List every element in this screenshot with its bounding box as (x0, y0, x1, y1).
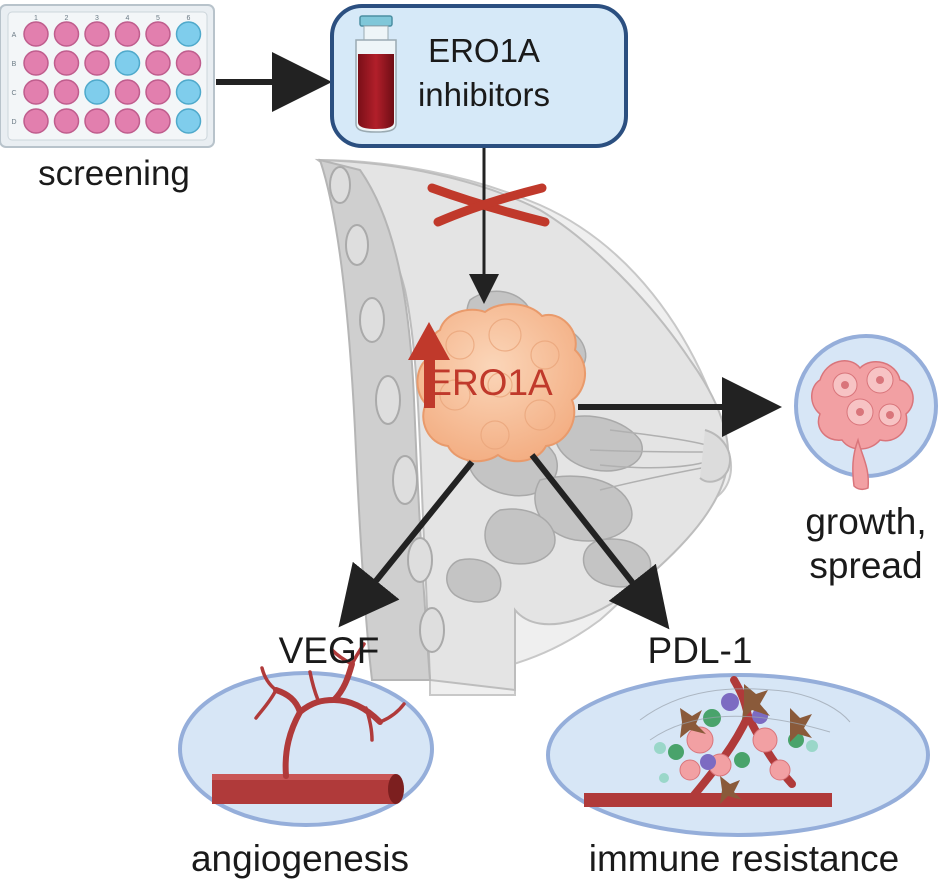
plate-well (23, 108, 49, 134)
plate-well (84, 108, 110, 134)
up-arrow-icon (408, 322, 450, 408)
plate-col-label: 5 (156, 15, 160, 22)
plate-row-label: D (11, 119, 16, 126)
inhibitors-box (330, 4, 628, 148)
well-plate: 1 2 3 4 5 6A B C D (0, 4, 215, 148)
tumor-label: ERO1A (427, 362, 553, 403)
plate-row-label: C (11, 90, 16, 97)
plate-col-label: 2 (65, 15, 69, 22)
plate-well (145, 21, 171, 47)
inhibitors-label-line1: ERO1A (428, 32, 540, 69)
plate-well (114, 50, 141, 76)
growth-circle (794, 334, 938, 491)
plate-col-label: 6 (187, 15, 191, 22)
plate-well (145, 50, 171, 76)
inhibitors-label-line2: inhibitors (417, 76, 551, 113)
angiogenesis-label: angiogenesis (190, 838, 410, 879)
arrow-tumor-to-pdl1 (529, 453, 670, 630)
plate-col-label: 4 (126, 15, 130, 22)
plate-well (175, 21, 202, 47)
plate-well (53, 50, 80, 76)
angiogenesis-circle (178, 642, 434, 827)
immune-resistance-circle (546, 673, 930, 837)
plate-well (114, 79, 141, 105)
plate-well (53, 21, 80, 47)
plate-well (114, 108, 141, 134)
plate-col-label: 3 (95, 15, 99, 22)
plate-row-label: A (12, 32, 17, 39)
plate-well (53, 108, 80, 134)
plate-well (145, 79, 171, 105)
arrow-tumor-to-vegf (338, 460, 475, 628)
plate-well (23, 21, 49, 47)
growth-label-line2: spread (809, 545, 923, 586)
plate-well (84, 21, 110, 47)
immune-resistance-label: immune resistance (588, 838, 900, 879)
pdl1-label: PDL-1 (647, 630, 753, 671)
tumor-cluster (416, 303, 587, 463)
plate-well (84, 79, 110, 105)
plate-well (175, 108, 202, 134)
plate-col-label: 1 (34, 15, 38, 22)
plate-well (114, 21, 141, 47)
plate-well (145, 108, 171, 134)
plate-well (23, 50, 49, 76)
inhibition-cross-icon (427, 183, 550, 227)
plate-well (175, 79, 202, 105)
plate-well (84, 50, 110, 76)
plate-well (175, 50, 202, 76)
immune-cells (654, 684, 818, 804)
plate-well (53, 79, 80, 105)
plate-well (23, 79, 49, 105)
vegf-label: VEGF (278, 630, 380, 671)
growth-label-line1: growth, (805, 501, 927, 542)
screening-label: screening (38, 154, 190, 193)
vial-icon (355, 15, 397, 133)
plate-row-label: B (12, 61, 17, 68)
